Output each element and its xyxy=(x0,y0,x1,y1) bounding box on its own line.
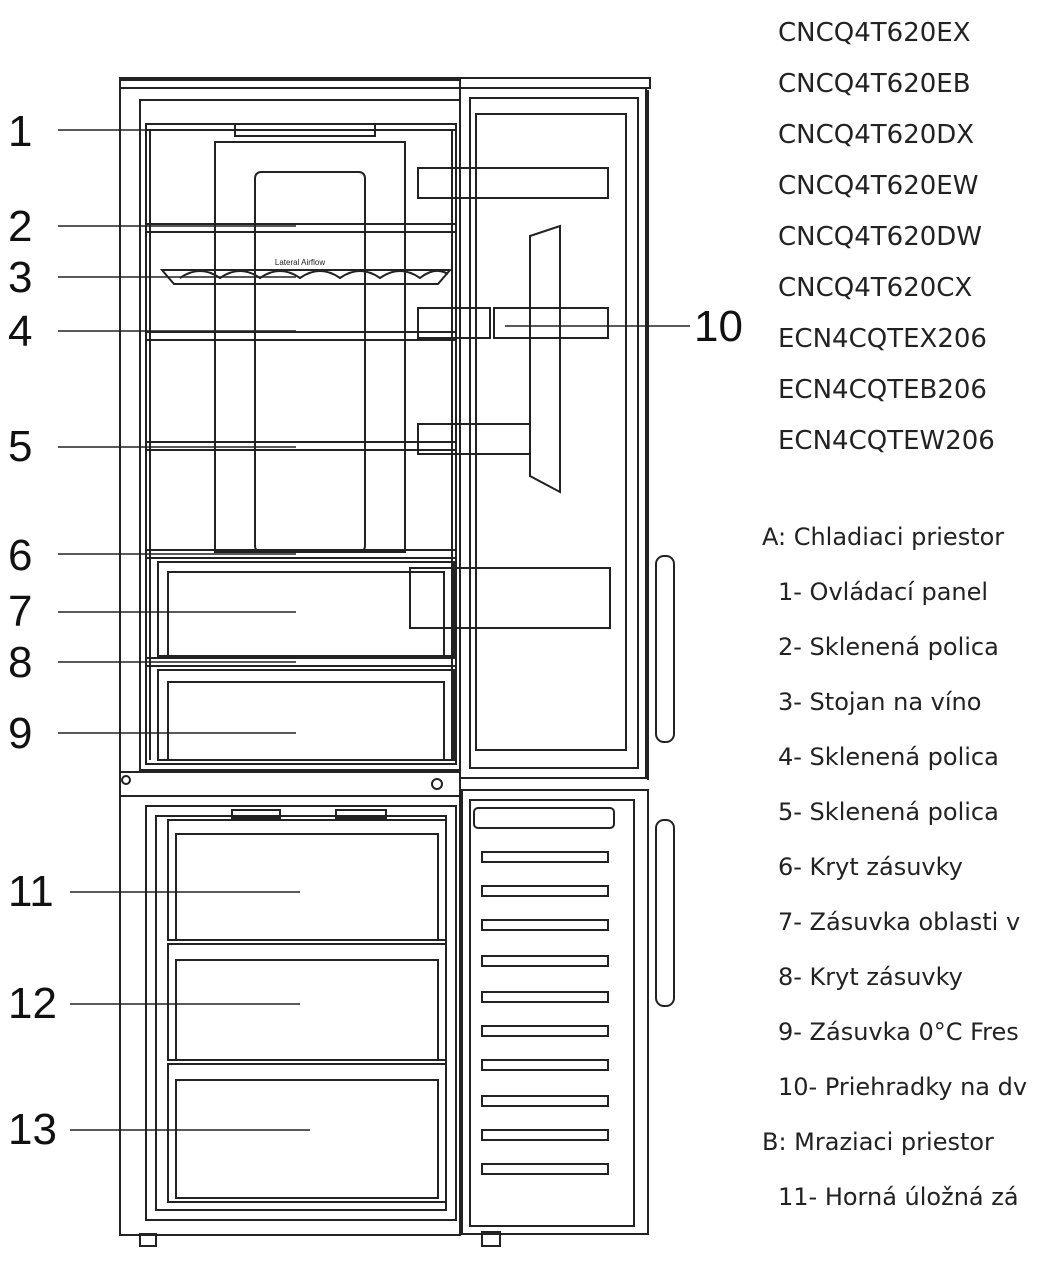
callout-5: 5 xyxy=(8,422,33,471)
freezer-door xyxy=(461,789,649,1235)
callout-11: 11 xyxy=(8,867,54,916)
wine-rack xyxy=(159,269,453,285)
model-item: ECN4CQTEW206 xyxy=(778,426,995,456)
callout-2: 2 xyxy=(8,202,33,251)
callout-8: 8 xyxy=(8,638,33,687)
callout-3: 3 xyxy=(8,253,33,302)
wine-rack-label: Lateral Airflow xyxy=(275,258,325,267)
callout-7: 7 xyxy=(8,587,33,636)
model-item: CNCQ4T620EB xyxy=(778,69,971,99)
glass-shelf-top xyxy=(145,223,457,233)
model-item: ECN4CQTEB206 xyxy=(778,375,987,405)
legend-item: 4- Sklenená polica xyxy=(778,743,999,771)
model-item: CNCQ4T620EX xyxy=(778,18,971,48)
freezer-drawer-bottom xyxy=(167,1063,447,1203)
glass-shelf-lower xyxy=(145,441,457,451)
fridge-compartment xyxy=(145,123,457,765)
callout-13: 13 xyxy=(8,1105,57,1154)
legend-item: 8- Kryt zásuvky xyxy=(778,963,963,991)
freezer-compartment xyxy=(145,805,457,1221)
freezer-door-slots xyxy=(481,851,609,1175)
freezer-drawer-top xyxy=(167,819,447,941)
model-item: CNCQ4T620DW xyxy=(778,222,983,252)
legend-item: 2- Sklenená polica xyxy=(778,633,999,661)
legend-section-a: A: Chladiaci priestor xyxy=(762,524,1005,551)
front-foot-right xyxy=(481,1231,501,1247)
legend-item: 1- Ovládací panel xyxy=(778,578,989,606)
model-list: CNCQ4T620EX CNCQ4T620EB CNCQ4T620DX CNCQ… xyxy=(778,8,995,467)
parts-legend: A: Chladiaci priestor 1- Ovládací panel … xyxy=(762,524,1059,1239)
door-rack-3 xyxy=(493,307,609,339)
callout-10: 10 xyxy=(694,302,743,351)
rear-air-duct xyxy=(214,141,406,553)
model-item: CNCQ4T620CX xyxy=(778,273,973,303)
legend-item: 6- Kryt zásuvky xyxy=(778,853,963,881)
door-rack-2 xyxy=(417,307,491,339)
legend-item: 11- Horná úložná zá xyxy=(778,1183,1019,1211)
callout-9: 9 xyxy=(8,709,33,758)
legend-item: 10- Priehradky na dv xyxy=(778,1073,1028,1101)
fridge-door-handle xyxy=(655,555,675,743)
fridge-door xyxy=(459,87,647,779)
glass-shelf-middle xyxy=(145,331,457,341)
leader-lines xyxy=(58,129,690,1131)
freezer-drawer-middle xyxy=(167,943,447,1061)
door-rack-bottom xyxy=(409,567,611,629)
compartment-divider xyxy=(119,771,461,797)
front-foot-left xyxy=(139,1233,157,1247)
callout-12: 12 xyxy=(8,979,57,1028)
legend-item: 7- Zásuvka oblasti v xyxy=(778,908,1021,936)
callout-6: 6 xyxy=(8,531,33,580)
callout-4: 4 xyxy=(8,307,33,356)
door-rack-top xyxy=(417,167,609,199)
freezer-door-handle xyxy=(655,819,675,1007)
legend-section-b: B: Mraziaci priestor xyxy=(762,1128,994,1156)
cabinet-top-lip xyxy=(119,77,651,89)
model-item: ECN4CQTEX206 xyxy=(778,324,987,354)
legend-item: 9- Zásuvka 0°C Fres xyxy=(778,1018,1019,1046)
legend-item: 3- Stojan na víno xyxy=(778,688,982,716)
fresh-zone-drawer xyxy=(157,669,455,761)
model-item: CNCQ4T620EW xyxy=(778,171,979,201)
callout-1: 1 xyxy=(8,107,33,156)
legend-item: 5- Sklenená polica xyxy=(778,798,999,826)
model-item: CNCQ4T620DX xyxy=(778,120,975,150)
